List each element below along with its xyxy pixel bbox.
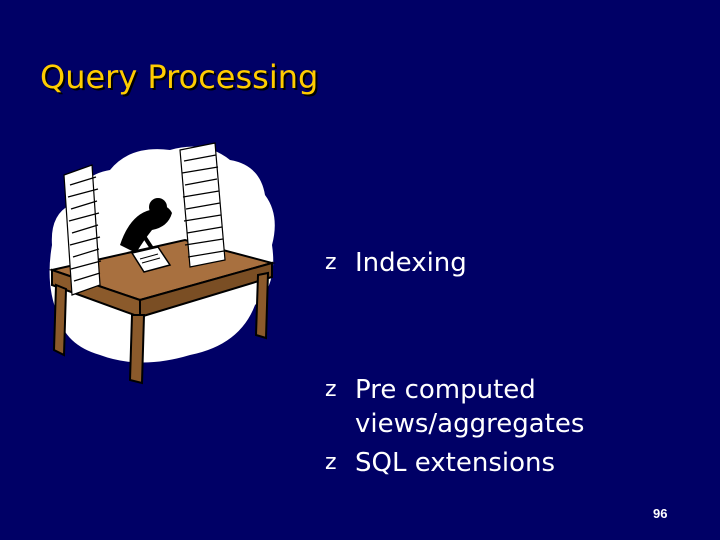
bullet-text-line: Pre computed <box>355 375 536 405</box>
bullet-text: Pre computed views/aggregates <box>355 373 584 441</box>
bullet-item: z SQL extensions <box>325 446 555 480</box>
slide-title: Query Processing <box>40 58 319 96</box>
bullet-marker: z <box>325 377 337 402</box>
bullet-item: z Indexing <box>325 246 467 280</box>
bullet-text: Indexing <box>355 248 467 278</box>
bullet-text: SQL extensions <box>355 448 556 478</box>
bullet-item: z Pre computed views/aggregates <box>325 373 584 441</box>
bullet-marker: z <box>325 450 337 475</box>
page-number: 96 <box>653 506 668 521</box>
desk-with-paper-stacks-icon <box>48 142 276 385</box>
bullet-marker: z <box>325 250 337 275</box>
bullet-text-line: views/aggregates <box>355 409 585 439</box>
